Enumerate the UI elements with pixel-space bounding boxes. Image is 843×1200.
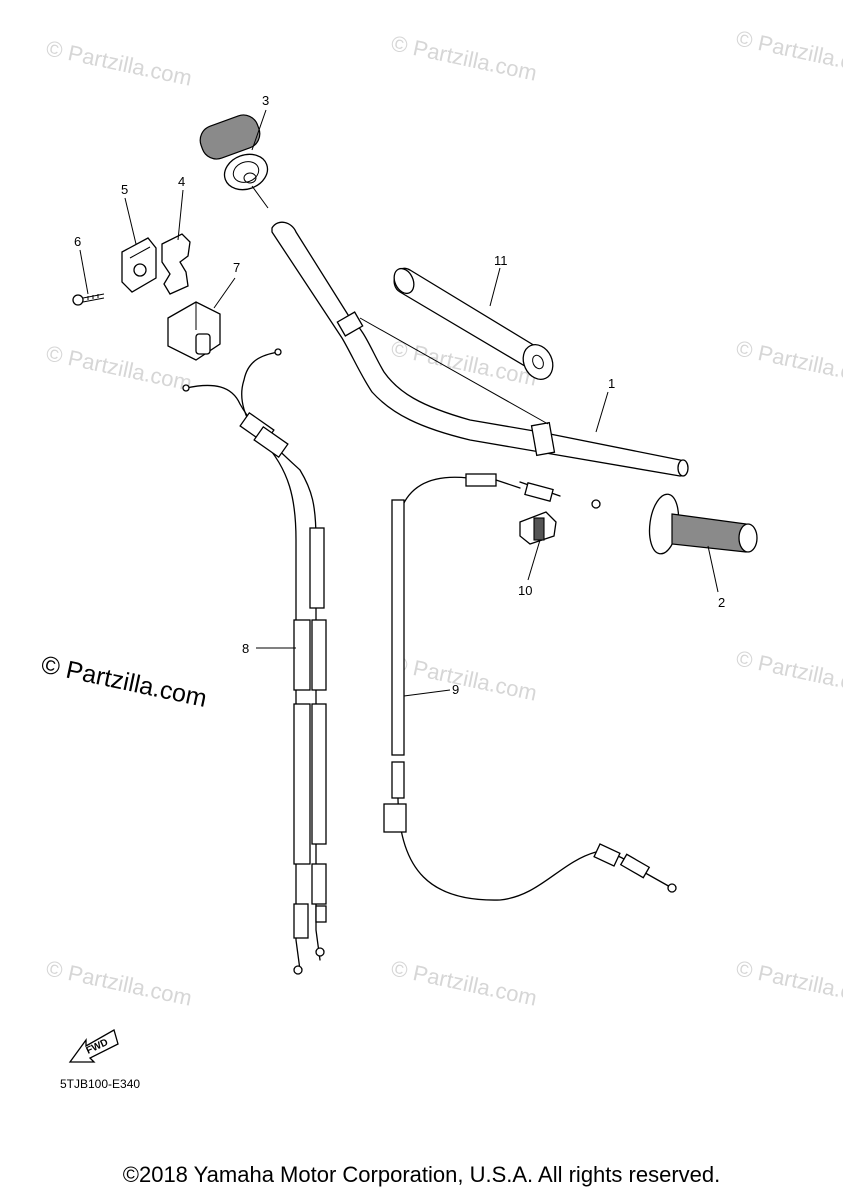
callout-1: 1 [608,376,615,391]
callout-labels: 1 2 3 4 5 6 7 8 9 10 11 [74,93,725,697]
callout-11: 11 [494,253,508,268]
clamp-part-4[interactable] [161,233,191,295]
watermark: © Partzilla.com [734,335,843,390]
callout-9: 9 [452,682,459,697]
callout-8: 8 [242,641,249,656]
watermark: © Partzilla.com [389,955,539,1010]
grip-part-2[interactable] [646,492,758,555]
watermark: © Partzilla.com [44,340,194,395]
watermark-layer: © Partzilla.com © Partzilla.com © Partzi… [39,25,843,1010]
lower-holder-part-7[interactable] [167,301,221,361]
watermark: © Partzilla.com [734,645,843,700]
watermark-dark: © Partzilla.com [39,650,210,712]
callout-7: 7 [233,260,240,275]
callout-5: 5 [121,182,128,197]
callout-2: 2 [718,595,725,610]
diagram-code: 5TJB100-E340 [60,1077,140,1091]
throttle-cable-part-8[interactable] [182,348,327,975]
watermark: © Partzilla.com [389,650,539,705]
fwd-arrow-icon: FWD [68,1029,119,1063]
watermark: © Partzilla.com [44,35,194,90]
watermark: © Partzilla.com [734,25,843,80]
handlebar-pad-part-11[interactable] [390,265,558,384]
throttle-grip-part-3[interactable] [196,111,272,209]
handlebar-part-1[interactable] [271,221,689,477]
copyright-notice: ©2018 Yamaha Motor Corporation, U.S.A. A… [122,1162,721,1187]
callout-6: 6 [74,234,81,249]
callout-10: 10 [518,583,532,598]
upper-holder-part-5[interactable] [121,237,157,293]
adjuster-part-10[interactable] [519,511,557,545]
watermark: © Partzilla.com [389,30,539,85]
callout-3: 3 [262,93,269,108]
watermark: © Partzilla.com [734,955,843,1010]
clutch-cable-part-9[interactable] [383,473,677,901]
leader-lines [79,109,719,697]
bolt-part-6[interactable] [72,293,105,306]
callout-4: 4 [178,174,185,189]
watermark: © Partzilla.com [44,955,194,1010]
